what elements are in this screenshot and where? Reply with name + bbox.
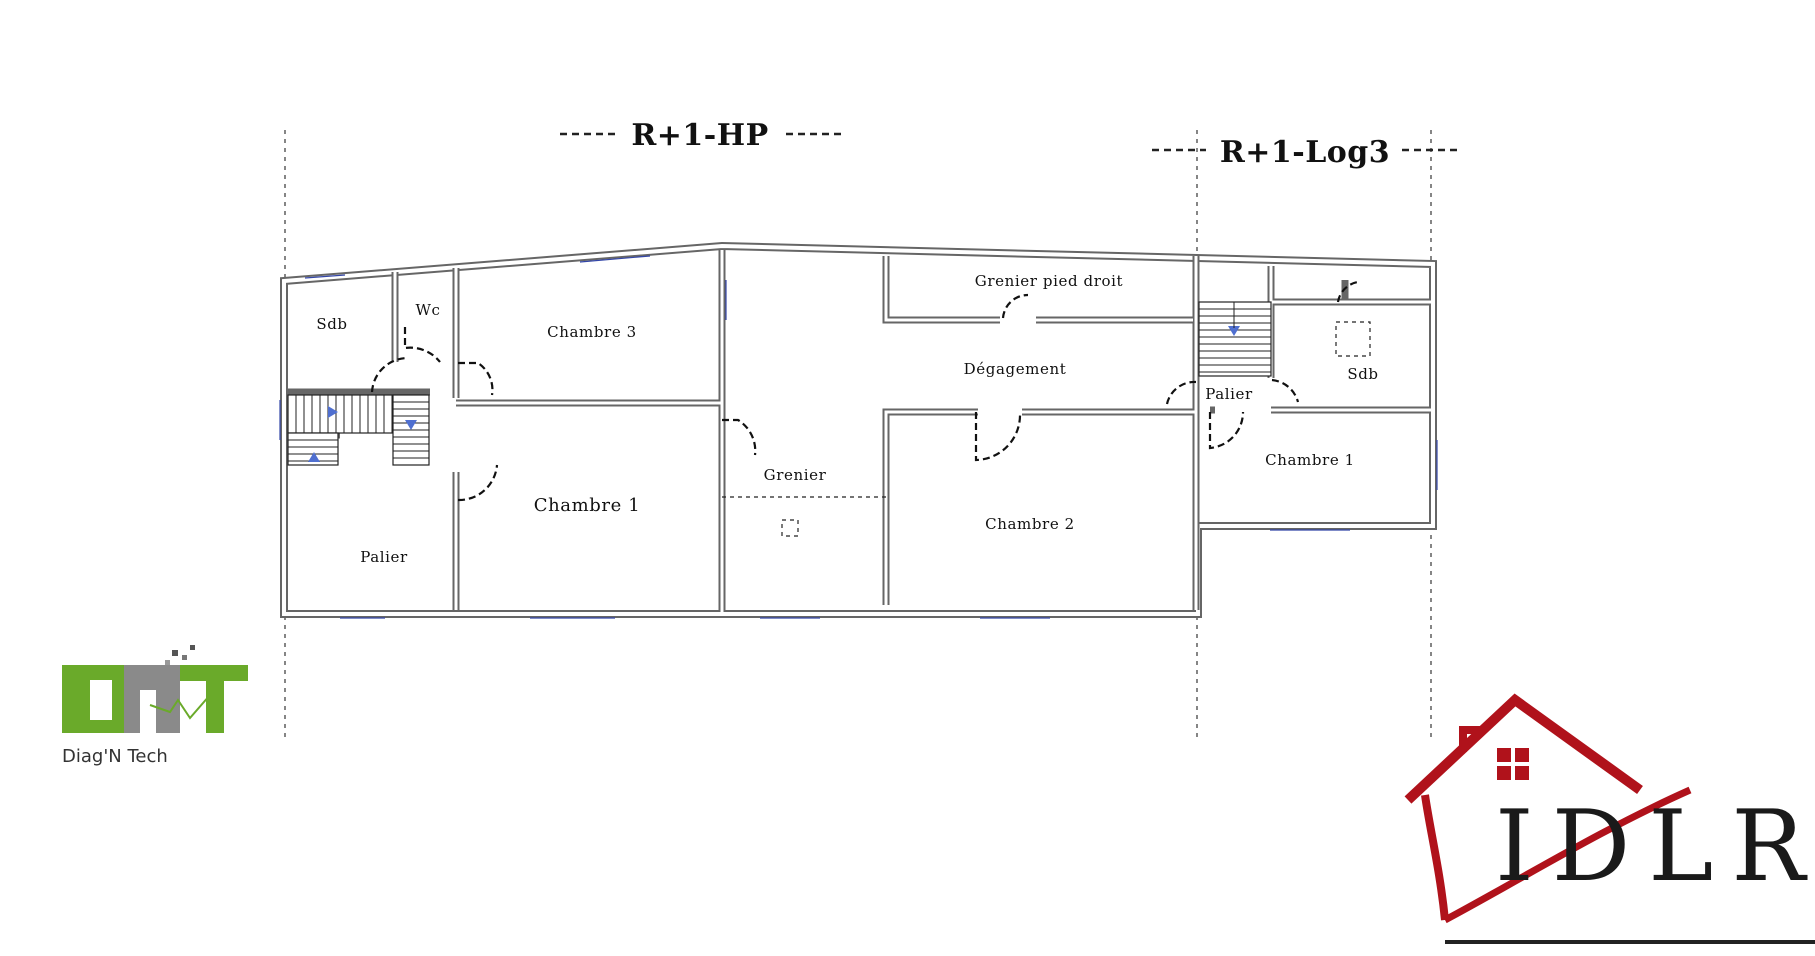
- room-label-grenier: Grenier: [764, 466, 827, 484]
- doors: [370, 280, 1359, 502]
- room-label-chambre1-right: Chambre 1: [1265, 451, 1355, 469]
- title-left-group: R+1-HP: [560, 118, 842, 153]
- windows: [279, 255, 1438, 619]
- stairs-left: [287, 394, 430, 466]
- stair-arrow-up-icon: [328, 406, 338, 418]
- stair-arrow-down-icon: [1228, 326, 1240, 336]
- room-label-wc: Wc: [415, 301, 440, 319]
- title-right: R+1-Log3: [1220, 135, 1390, 170]
- dnt-caption: Diag'N Tech: [62, 746, 168, 767]
- room-label-degagement: Dégagement: [964, 360, 1067, 378]
- idlr-text: IDLR: [1495, 790, 1815, 904]
- room-label-sdb-right: Sdb: [1347, 365, 1378, 383]
- outer-walls: [280, 241, 1437, 618]
- window-icon: [1497, 748, 1529, 780]
- room-label-sdb-left: Sdb: [316, 315, 347, 333]
- guide-lines: [284, 130, 1432, 740]
- stair-arrow-up-icon: [308, 452, 320, 462]
- grenier-markings: [722, 321, 1371, 537]
- dnt-logo: Diag'N Tech: [62, 645, 248, 767]
- title-left: R+1-HP: [631, 118, 768, 153]
- idlr-logo: IDLR: [1404, 693, 1815, 944]
- stair-arrow-down-icon: [405, 420, 417, 430]
- interior-walls-inner: [393, 250, 1431, 612]
- room-label-chambre1-left: Chambre 1: [534, 495, 641, 516]
- room-label-chambre3: Chambre 3: [547, 323, 637, 341]
- room-labels: Sdb Wc Chambre 3 Grenier pied droit Déga…: [316, 272, 1378, 566]
- room-label-palier-left: Palier: [360, 548, 408, 566]
- room-label-chambre2: Chambre 2: [985, 515, 1075, 533]
- room-label-grenier-pied-droit: Grenier pied droit: [975, 272, 1123, 290]
- title-right-group: R+1-Log3: [1152, 135, 1460, 170]
- stairs-right: [1198, 301, 1272, 377]
- room-label-palier-right: Palier: [1205, 385, 1253, 403]
